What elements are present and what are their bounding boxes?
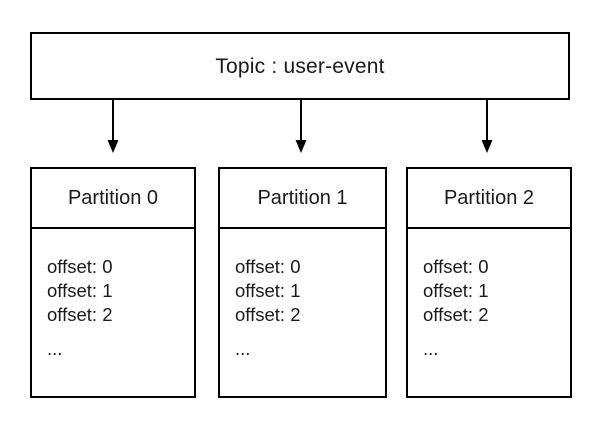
offset-more-indicator: ... (423, 338, 439, 359)
down-arrow-icon (481, 100, 493, 153)
offset-entry: offset: 1 (235, 280, 301, 301)
down-arrow-icon (107, 100, 119, 153)
partition-body-0: offset: 0 offset: 1 offset: 2 ... (32, 229, 194, 361)
down-arrow-icon (295, 100, 307, 153)
offset-entry: offset: 1 (423, 280, 489, 301)
partition-body-2: offset: 0 offset: 1 offset: 2 ... (408, 229, 570, 361)
partition-title-1: Partition 1 (257, 187, 348, 209)
partition-title-2: Partition 2 (443, 187, 535, 209)
partition-box-2: Partition 2 offset: 0 offset: 1 offset: … (406, 167, 572, 398)
partition-header-0: Partition 0 (32, 169, 194, 229)
partition-header-2: Partition 2 (408, 169, 570, 229)
arrow-to-partition-1 (293, 100, 309, 154)
offset-entry: offset: 0 (423, 256, 489, 277)
arrow-to-partition-0 (105, 100, 121, 154)
offset-entry: offset: 1 (47, 280, 113, 301)
partition-header-1: Partition 1 (220, 169, 385, 229)
offset-more-indicator: ... (47, 338, 63, 359)
offset-entry: offset: 0 (47, 256, 113, 277)
topic-box: Topic : user-event (30, 32, 570, 100)
offset-entry: offset: 2 (47, 304, 113, 325)
partition-box-1: Partition 1 offset: 0 offset: 1 offset: … (218, 167, 387, 398)
partition-box-0: Partition 0 offset: 0 offset: 1 offset: … (30, 167, 196, 398)
offset-entry: offset: 0 (235, 256, 301, 277)
offset-more-indicator: ... (235, 338, 251, 359)
partition-body-1: offset: 0 offset: 1 offset: 2 ... (220, 229, 385, 361)
partition-title-0: Partition 0 (67, 187, 159, 209)
topic-label: Topic : user-event (215, 54, 385, 78)
arrow-to-partition-2 (479, 100, 495, 154)
offset-entry: offset: 2 (235, 304, 301, 325)
offset-entry: offset: 2 (423, 304, 489, 325)
